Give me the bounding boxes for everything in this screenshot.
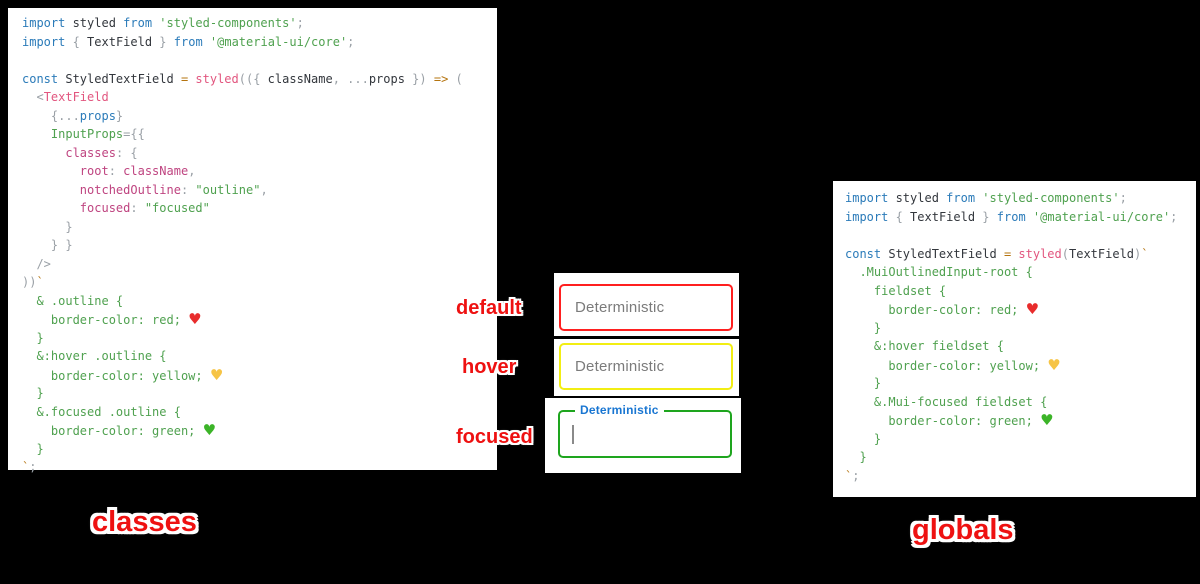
globals-code-block: import styled from 'styled-components'; i… (833, 181, 1196, 497)
textfield-hover-outline[interactable]: Deterministic (559, 343, 733, 390)
code-line: border-color: yellow; ♥ (22, 365, 224, 384)
hover-state-label: hover (462, 356, 517, 378)
code-line: } (22, 441, 44, 456)
code-line: import { TextField } from '@material-ui/… (22, 34, 355, 49)
classes-code-block: import styled from 'styled-components'; i… (8, 8, 497, 474)
code-line: } (845, 431, 882, 446)
code-line: classes: { (65, 145, 138, 160)
code-line: `; (845, 468, 860, 483)
code-line: import styled from 'styled-components'; (845, 191, 1127, 205)
code-line: &.focused .outline { (22, 404, 181, 419)
textfield-hover[interactable]: Deterministic (554, 339, 739, 396)
code-line: border-color: yellow; ♥ (845, 355, 1061, 374)
code-line: /> (22, 256, 51, 271)
textfield-default-outline[interactable]: Deterministic (559, 284, 733, 331)
code-line: } (22, 386, 44, 400)
code-line: &:hover .outline { (22, 349, 167, 363)
code-line: fieldset { (845, 283, 947, 298)
focused-state-label: focused (456, 426, 533, 448)
code-line: &:hover fieldset { (845, 339, 1004, 353)
code-line: } (845, 450, 867, 464)
textfield-default[interactable]: Deterministic (554, 273, 739, 336)
code-line: .MuiOutlinedInput-root { (845, 265, 1033, 279)
textfield-focused-outline[interactable]: Deterministic (558, 403, 732, 458)
code-line: } (845, 376, 882, 390)
code-line (845, 226, 1196, 245)
code-line: &.Mui-focused fieldset { (845, 394, 1048, 409)
code-line: focused: "focused" (79, 201, 210, 215)
code-line: InputProps={{ (50, 127, 145, 141)
classes-caption: classes (92, 506, 197, 538)
code-line: {...props} (22, 108, 124, 123)
globals-caption: globals (912, 514, 1014, 546)
code-line: root: className, (79, 164, 196, 178)
code-line: const StyledTextField = styled(TextField… (845, 246, 1149, 261)
code-line: const StyledTextField = styled(({ classN… (22, 71, 463, 86)
code-line: <TextField (22, 90, 109, 104)
code-line: notchedOutline: "outline", (79, 182, 268, 197)
text-cursor (572, 425, 574, 444)
code-line: } (845, 320, 882, 335)
textfield-focused[interactable]: Deterministic (545, 398, 741, 473)
code-line: border-color: green; ♥ (845, 411, 1054, 429)
code-line: `; (22, 460, 37, 474)
code-line: import styled from 'styled-components'; (22, 16, 304, 30)
code-line: ))` (22, 275, 44, 289)
code-line: } } (22, 238, 73, 252)
textfield-hover-label: Deterministic (575, 358, 665, 375)
code-line: border-color: red; ♥ (22, 310, 202, 328)
code-line: } (22, 330, 44, 345)
code-line: & .outline { (22, 293, 124, 308)
textfield-focused-floating-label: Deterministic (575, 403, 664, 417)
textfield-default-label: Deterministic (575, 299, 665, 316)
code-line: } (22, 219, 73, 234)
code-line: border-color: red; ♥ (845, 300, 1040, 318)
code-line: border-color: green; ♥ (22, 421, 217, 439)
code-line (22, 51, 497, 70)
default-state-label: default (456, 297, 522, 319)
code-line: import { TextField } from '@material-ui/… (845, 209, 1178, 224)
